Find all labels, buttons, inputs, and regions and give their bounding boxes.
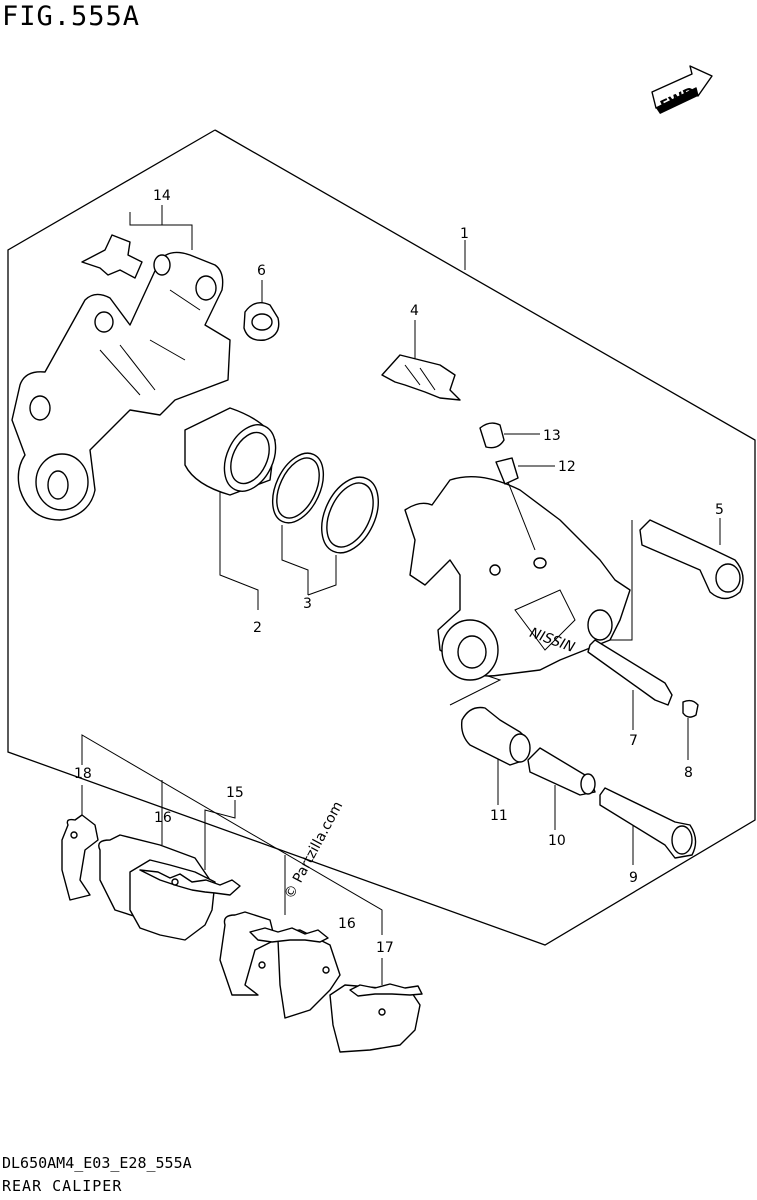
callout-3: 3 <box>303 596 312 612</box>
callout-1: 1 <box>460 226 469 242</box>
fwd-arrow-icon: FWD <box>651 65 713 114</box>
boot-cap <box>243 302 280 341</box>
callout-2: 2 <box>253 620 262 636</box>
callout-7: 7 <box>629 733 638 749</box>
pin-boot <box>460 706 531 766</box>
mounting-bolt <box>599 787 697 859</box>
callout-17: 17 <box>376 940 394 956</box>
callout-9: 9 <box>629 870 638 886</box>
pad-spring <box>381 354 461 401</box>
figure-title: FIG.555A <box>2 1 141 32</box>
assembly-boundary <box>7 129 756 946</box>
callout-11: 11 <box>490 808 508 824</box>
pin-sleeve <box>527 747 596 796</box>
callout-18: 18 <box>74 766 92 782</box>
brake-pads <box>61 814 423 1053</box>
caliper-bracket <box>11 234 231 521</box>
piston-seals <box>271 452 379 554</box>
callout-16a: 16 <box>154 810 172 826</box>
caliper-body: NISSIN <box>404 475 631 681</box>
callout-13: 13 <box>543 428 561 444</box>
callout-15: 15 <box>226 785 244 801</box>
figure-code: DL650AM4_E03_E28_555A <box>2 1154 192 1172</box>
caliper-piston <box>184 407 277 496</box>
callout-8: 8 <box>684 765 693 781</box>
bleeder-cap <box>479 422 505 449</box>
callout-6: 6 <box>257 263 266 279</box>
callout-10: 10 <box>548 833 566 849</box>
callout-12: 12 <box>558 459 576 475</box>
caliper-pin <box>639 519 744 600</box>
callout-16b: 16 <box>338 916 356 932</box>
bleeder-valve <box>495 457 536 551</box>
callout-5: 5 <box>715 502 724 518</box>
watermark: © Partzilla.com <box>281 799 346 902</box>
pin-screw <box>587 639 673 706</box>
screw-plug <box>682 699 699 718</box>
callout-14: 14 <box>153 188 171 204</box>
callout-4: 4 <box>410 303 419 319</box>
leader-lines <box>81 205 721 985</box>
figure-caption: REAR CALIPER <box>2 1177 123 1195</box>
